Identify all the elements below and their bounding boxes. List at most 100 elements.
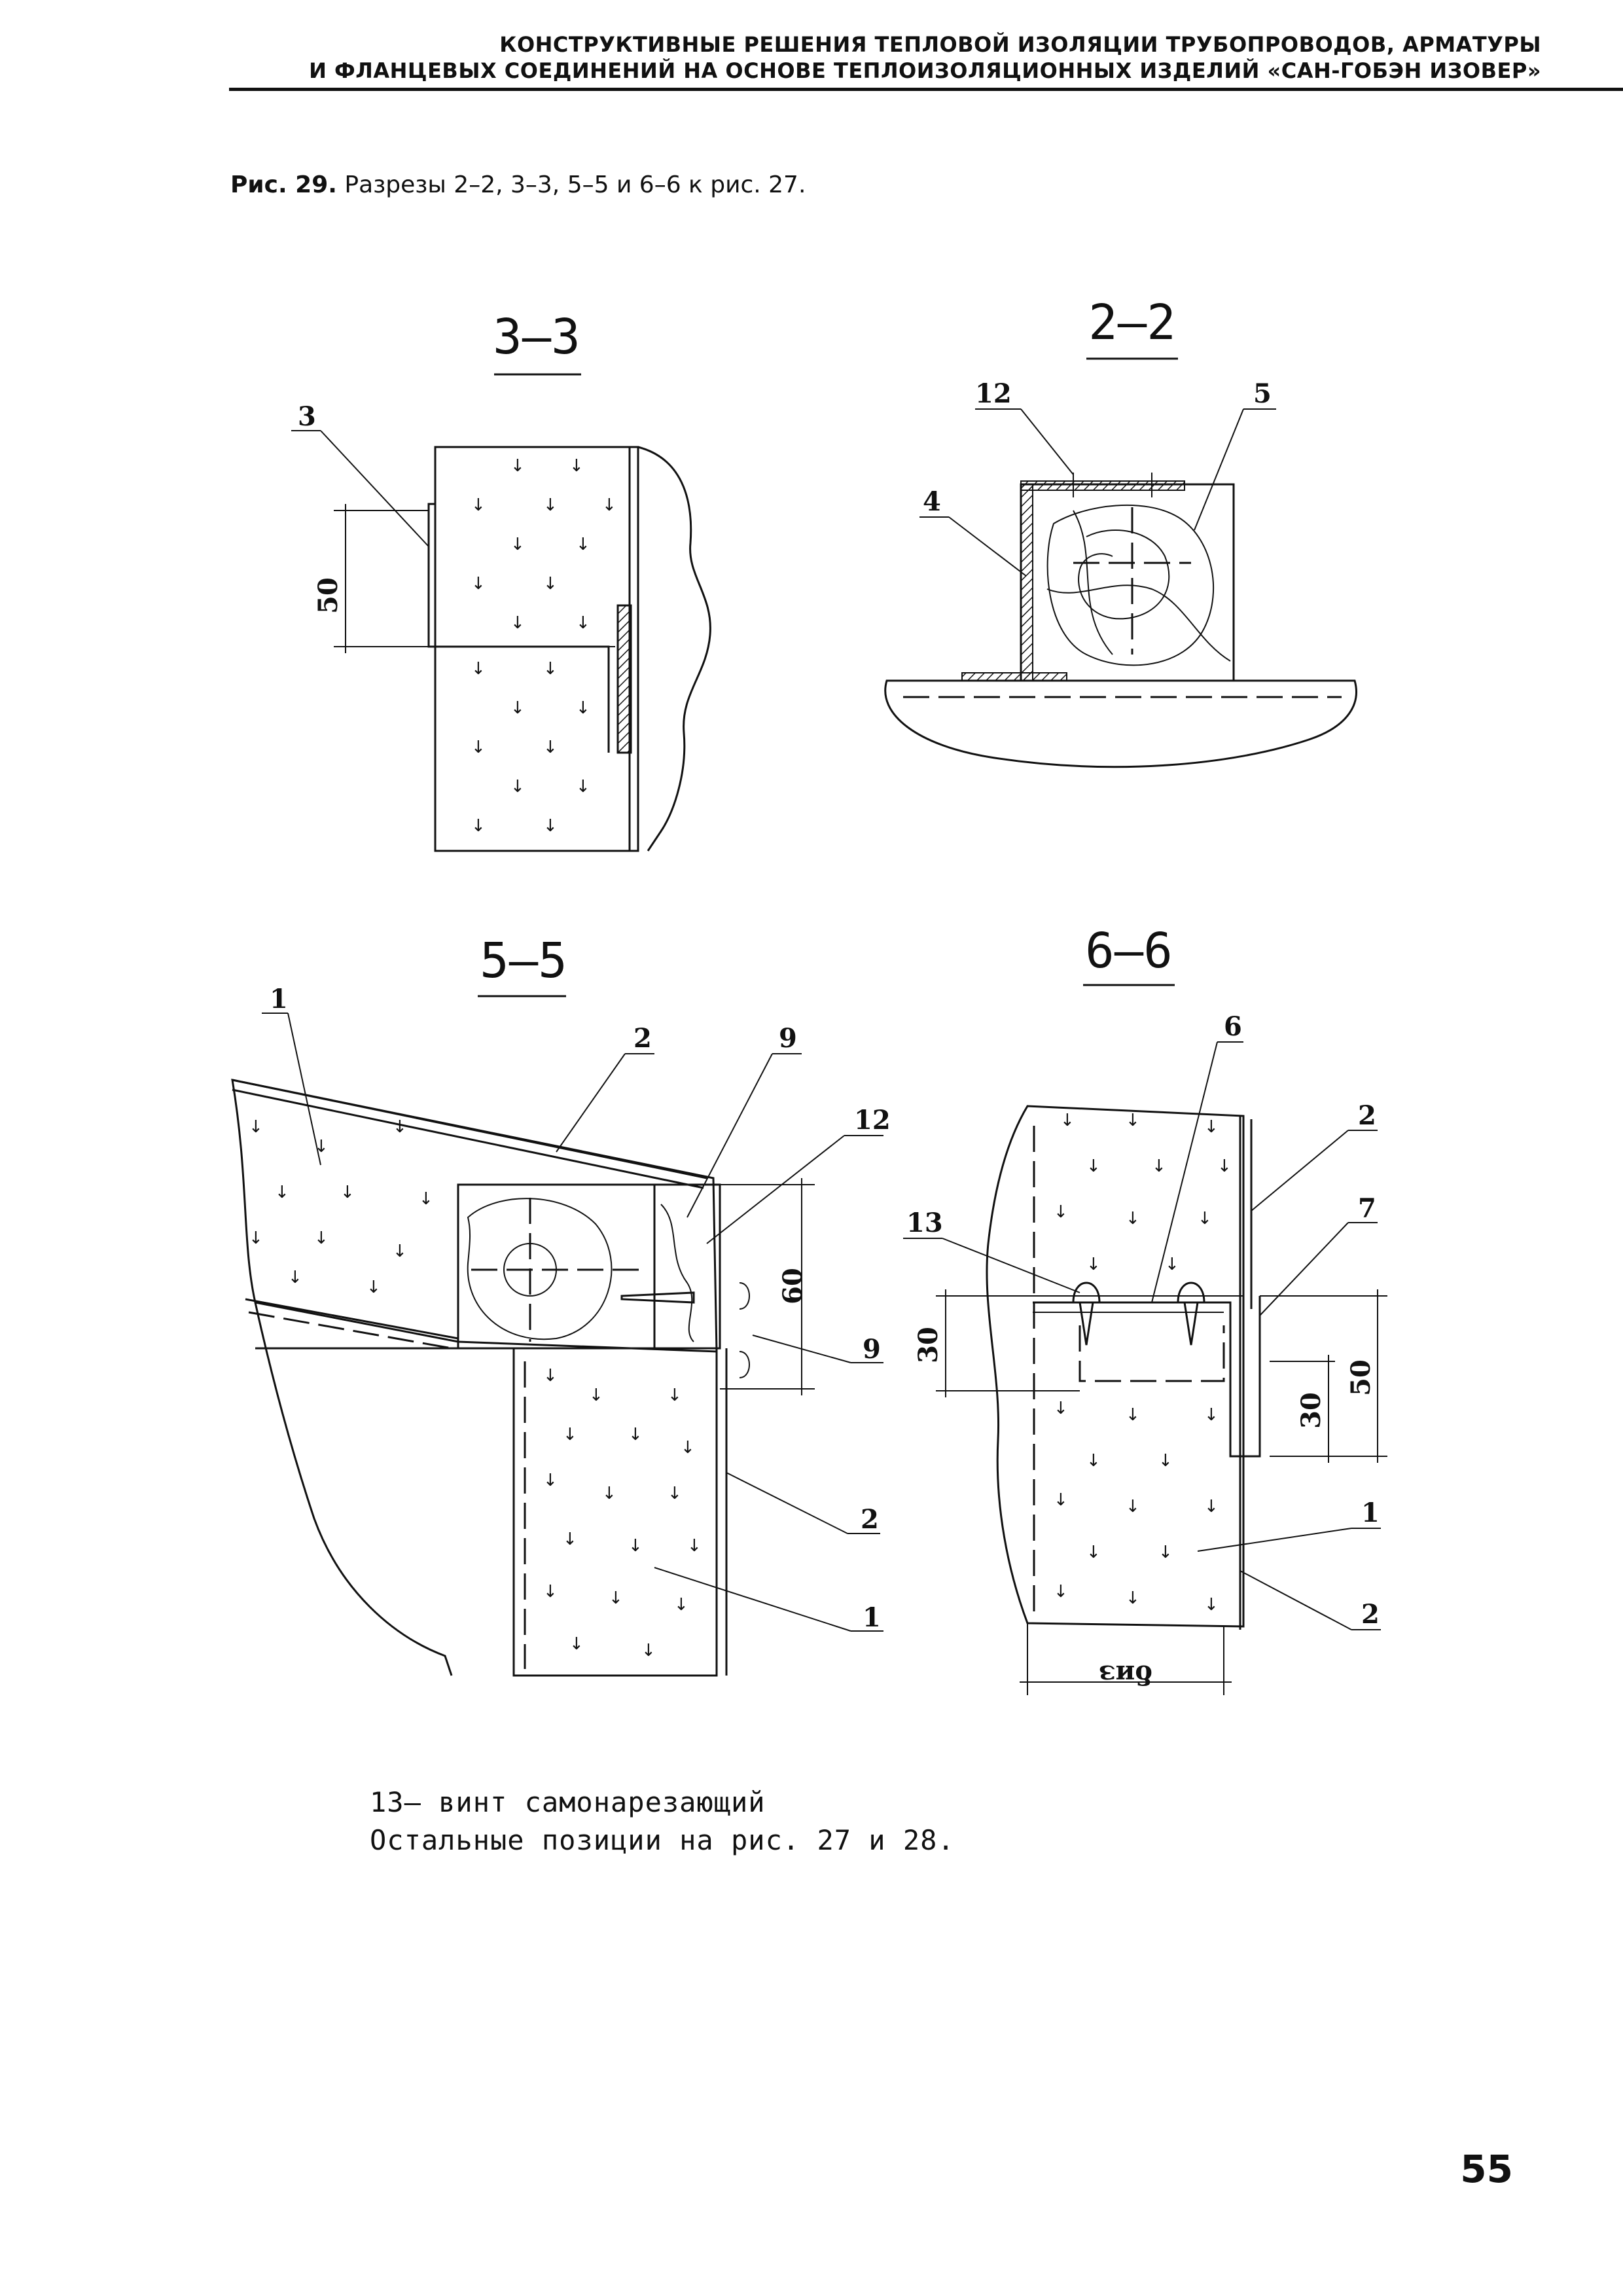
section-3-3: 3–3 ↓↓ ↓↓↓ ↓↓ ↓↓ ↓↓ ↓↓ ↓↓ ↓↓ ↓↓ ↓↓ 3 (291, 309, 711, 852)
section-title-5-5: 5–5 (480, 933, 567, 989)
svg-text:↓: ↓ (1217, 1157, 1232, 1176)
svg-text:↓: ↓ (510, 777, 525, 797)
svg-text:↓: ↓ (1204, 1595, 1219, 1615)
note-line-1: 13– винт самонарезающий (370, 1786, 766, 1818)
callout-2: 2 (633, 1023, 652, 1054)
fiber-mass (1046, 504, 1215, 666)
svg-text:↓: ↓ (576, 777, 590, 797)
section-2-2: 2–2 12 5 4 (884, 295, 1357, 768)
section-5-5: 5–5 ↓↓↓ ↓↓↓ ↓↓↓ ↓↓ ↓↓↓ ↓↓↓ (231, 933, 891, 1677)
figure-caption: Рис. 29. Разрезы 2–2, 3–3, 5–5 и 6–6 к р… (230, 171, 806, 198)
svg-text:↓: ↓ (1198, 1209, 1212, 1229)
svg-text:↓: ↓ (1158, 1451, 1173, 1471)
svg-text:↓: ↓ (1126, 1588, 1140, 1608)
callout-9b: 9 (863, 1334, 881, 1365)
figure-caption-label: Рис. 29. (230, 171, 337, 198)
svg-text:↓: ↓ (1054, 1490, 1068, 1510)
svg-text:↓: ↓ (1126, 1111, 1140, 1130)
callout-1: 1 (1361, 1498, 1380, 1528)
seam-profile (1033, 1296, 1261, 1458)
svg-text:↓: ↓ (576, 535, 590, 554)
svg-text:↓: ↓ (249, 1117, 263, 1137)
svg-text:↓: ↓ (1204, 1497, 1219, 1516)
svg-text:↓: ↓ (543, 816, 558, 836)
fiber-marks: ↓↓ ↓↓↓ ↓↓ ↓↓ ↓↓ ↓↓ ↓↓ ↓↓ ↓↓ ↓↓ (471, 456, 616, 836)
svg-text:↓: ↓ (1060, 1111, 1075, 1130)
callout-6: 6 (1224, 1011, 1242, 1042)
svg-text:↓: ↓ (1054, 1582, 1068, 1602)
svg-text:↓: ↓ (602, 1484, 616, 1503)
section-6-6: 6–6 ↓↓↓ ↓↓↓ ↓↓↓ ↓↓ ↓↓↓ ↓↓ ↓↓↓ ↓↓ ↓↓↓ (903, 923, 1387, 1695)
break-line (637, 446, 711, 852)
svg-text:↓: ↓ (510, 613, 525, 633)
running-header: КОНСТРУКТИВНЫЕ РЕШЕНИЯ ТЕПЛОВОЙ ИЗОЛЯЦИИ… (309, 31, 1541, 84)
svg-text:↓: ↓ (471, 816, 486, 836)
svg-text:↓: ↓ (275, 1183, 289, 1202)
figure-notes: 13– винт самонарезающий Остальные позици… (370, 1784, 955, 1859)
svg-text:↓: ↓ (628, 1536, 643, 1556)
svg-text:↓: ↓ (393, 1242, 407, 1261)
callout-1b: 1 (863, 1602, 881, 1633)
svg-text:↓: ↓ (1086, 1255, 1101, 1274)
svg-text:↓: ↓ (1158, 1543, 1173, 1562)
header-line-2: И ФЛАНЦЕВЫХ СОЕДИНЕНИЙ НА ОСНОВЕ ТЕПЛОИЗ… (309, 58, 1541, 83)
svg-text:↓: ↓ (249, 1229, 263, 1248)
callout-13: 13 (906, 1208, 943, 1238)
dim-50: 50 (1346, 1359, 1376, 1396)
figure-caption-text: Разрезы 2–2, 3–3, 5–5 и 6–6 к рис. 27. (336, 171, 806, 198)
header-rule (229, 88, 1623, 91)
header-line-1: КОНСТРУКТИВНЫЕ РЕШЕНИЯ ТЕПЛОВОЙ ИЗОЛЯЦИИ… (499, 32, 1541, 57)
callout-1: 1 (270, 984, 288, 1014)
svg-text:↓: ↓ (1086, 1451, 1101, 1471)
svg-text:↓: ↓ (641, 1641, 656, 1660)
fiber-marks: ↓↓↓ ↓↓↓ ↓↓↓ ↓↓ ↓↓↓ ↓↓ ↓↓↓ ↓↓ ↓↓↓ (1054, 1111, 1232, 1615)
svg-text:↓: ↓ (1165, 1255, 1179, 1274)
fiber-marks: ↓↓↓ ↓↓↓ ↓↓↓ ↓↓ ↓↓↓ ↓↓↓ ↓↓↓ ↓↓↓ ↓↓↓ ↓↓ (249, 1117, 702, 1660)
callout-4: 4 (923, 486, 941, 517)
svg-text:↓: ↓ (668, 1386, 682, 1405)
callout-12: 12 (854, 1105, 891, 1136)
callout-2: 2 (1358, 1100, 1376, 1131)
svg-text:↓: ↓ (681, 1438, 695, 1458)
svg-text:↓: ↓ (1054, 1399, 1068, 1418)
insulation-lower (512, 1347, 718, 1677)
dim-30-right: 30 (1296, 1392, 1327, 1429)
section-title-3-3: 3–3 (493, 309, 580, 365)
insulation-upper (231, 1079, 718, 1353)
svg-text:↓: ↓ (1152, 1157, 1166, 1176)
svg-text:↓: ↓ (471, 738, 486, 757)
svg-text:↓: ↓ (1204, 1117, 1219, 1137)
svg-text:↓: ↓ (471, 495, 486, 515)
hatched-strip (616, 604, 632, 754)
cover-top (232, 1079, 707, 1179)
callout-2b: 2 (1361, 1599, 1380, 1630)
svg-text:↓: ↓ (510, 456, 525, 476)
svg-text:↓: ↓ (1086, 1543, 1101, 1562)
svg-text:↓: ↓ (543, 738, 558, 757)
svg-text:↓: ↓ (1054, 1202, 1068, 1222)
insulation-block (434, 446, 639, 852)
svg-text:↓: ↓ (609, 1588, 623, 1608)
callout-5: 5 (1253, 378, 1272, 409)
svg-text:↓: ↓ (1126, 1209, 1140, 1229)
svg-text:↓: ↓ (569, 1634, 584, 1654)
dim-50: 50 (313, 577, 344, 614)
svg-text:↓: ↓ (510, 535, 525, 554)
svg-text:↓: ↓ (543, 1366, 558, 1386)
svg-text:↓: ↓ (1126, 1497, 1140, 1516)
svg-text:↓: ↓ (1204, 1405, 1219, 1425)
svg-text:↓: ↓ (668, 1484, 682, 1503)
section-title-2-2: 2–2 (1088, 295, 1176, 351)
pipe-surface (884, 679, 1357, 768)
svg-text:↓: ↓ (589, 1386, 603, 1405)
page-number: 55 (1460, 2147, 1513, 2191)
svg-text:↓: ↓ (563, 1530, 577, 1549)
break-line (254, 1302, 453, 1676)
svg-text:↓: ↓ (288, 1268, 302, 1287)
callout-12: 12 (975, 378, 1012, 409)
screws (1072, 1282, 1205, 1346)
svg-text:↓: ↓ (543, 659, 558, 679)
callout-7: 7 (1358, 1193, 1376, 1224)
svg-text:↓: ↓ (510, 698, 525, 718)
insulation-slab (986, 1105, 1245, 1628)
